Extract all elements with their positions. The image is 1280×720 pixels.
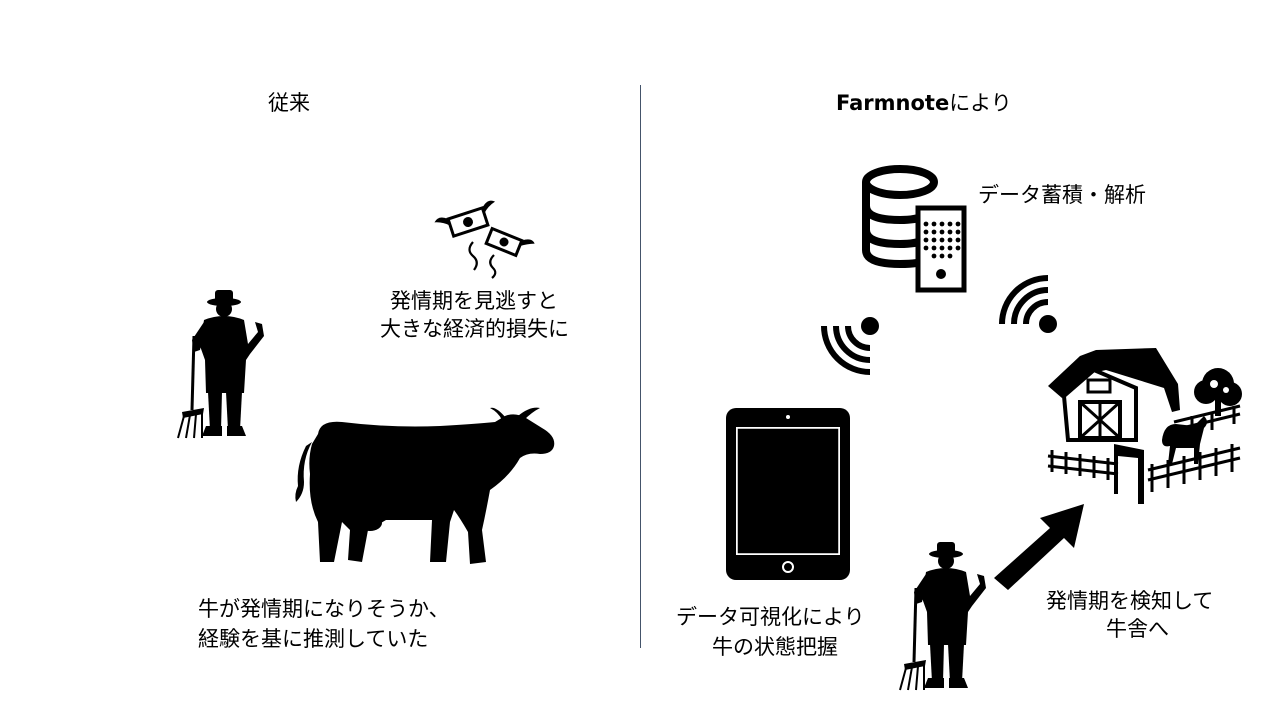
tablet-icon bbox=[726, 408, 850, 580]
cow-icon bbox=[295, 407, 555, 564]
bottom-caption-line2: 経験を基に推測していた bbox=[198, 627, 429, 651]
farmer-icon bbox=[899, 542, 986, 691]
right-heading-suffix: により bbox=[949, 91, 1012, 115]
tablet-caption-line1: データ可視化により bbox=[676, 605, 865, 629]
tablet-caption-line2: 牛の状態把握 bbox=[712, 635, 838, 659]
brand-name: Farmnote bbox=[836, 91, 950, 115]
money-flying-icon bbox=[434, 200, 535, 279]
database-server-icon bbox=[862, 165, 967, 293]
left-heading: 従来 bbox=[268, 91, 310, 115]
loss-caption-line2: 大きな経済的損失に bbox=[380, 317, 569, 341]
farmer-icon bbox=[177, 290, 264, 439]
wifi-signal-icon bbox=[821, 317, 879, 375]
center-divider bbox=[640, 85, 641, 648]
barn-icon bbox=[1047, 348, 1242, 504]
right-heading: Farmnoteにより bbox=[836, 89, 1012, 117]
data-caption: データ蓄積・解析 bbox=[978, 183, 1146, 207]
loss-caption-line1: 発情期を見逃すと bbox=[390, 289, 558, 313]
barn-caption-line2: 牛舎へ bbox=[1106, 617, 1169, 641]
wifi-signal-icon bbox=[999, 275, 1057, 333]
barn-caption-line1: 発情期を検知して bbox=[1046, 589, 1214, 613]
bottom-caption-line1: 牛が発情期になりそうか、 bbox=[198, 597, 450, 621]
arrow-icon bbox=[994, 504, 1084, 590]
